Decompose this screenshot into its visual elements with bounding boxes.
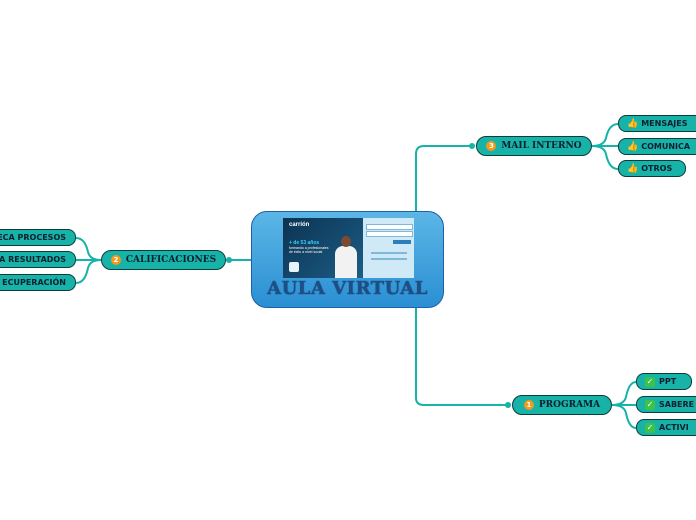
- topic-programa[interactable]: 1 PROGRAMA: [512, 395, 612, 415]
- central-title: AULA VIRTUAL: [267, 278, 428, 299]
- thumbs-up-icon: 👍: [627, 118, 639, 129]
- login-form: [363, 218, 414, 278]
- check-icon: ✓: [645, 422, 655, 433]
- connector-programa: [415, 308, 510, 406]
- subtopic-a-resultados[interactable]: A RESULTADOS: [0, 251, 76, 268]
- check-icon: ✓: [645, 399, 655, 410]
- student-photo: [335, 246, 357, 278]
- subtopic-comunica[interactable]: 👍 COMUNICA: [618, 138, 696, 155]
- check-icon: ✓: [645, 376, 655, 387]
- connector-dot-calificaciones: [226, 257, 232, 263]
- number-badge: 1: [523, 400, 534, 410]
- subtopic-eca-procesos[interactable]: ECA PROCESOS: [0, 229, 76, 246]
- login-screenshot-image: carrión + de 53 años formando a profesio…: [283, 218, 414, 278]
- number-badge: 2: [110, 255, 121, 265]
- subtopic-recuperacion[interactable]: ECUPERACIÓN: [0, 274, 76, 291]
- subtopic-ppt[interactable]: ✓ PPT: [636, 373, 692, 390]
- connector-dot-programa: [505, 402, 511, 408]
- connector-mail: [415, 145, 474, 211]
- connector-dot-mail: [469, 143, 475, 149]
- thumbs-up-icon: 👍: [627, 141, 639, 152]
- subtopic-saberes[interactable]: ✓ SABERE: [636, 396, 696, 413]
- subtopic-otros[interactable]: 👍 OTROS: [618, 160, 686, 177]
- topic-mail-interno[interactable]: 3 MAIL INTERNO: [476, 136, 592, 156]
- promo-text: + de 53 años formando a profesionales de…: [289, 240, 329, 255]
- brand-logo: carrión: [289, 222, 310, 228]
- central-topic[interactable]: carrión + de 53 años formando a profesio…: [251, 211, 444, 308]
- number-badge: 3: [486, 141, 497, 151]
- topic-calificaciones[interactable]: 2 CALIFICACIONES: [101, 250, 226, 270]
- subtopic-actividades[interactable]: ✓ ACTIVI: [636, 419, 696, 436]
- thumbs-up-icon: 👍: [627, 163, 639, 174]
- subtopic-mensajes[interactable]: 👍 MENSAJES: [618, 115, 696, 132]
- badge-icon: [289, 262, 299, 272]
